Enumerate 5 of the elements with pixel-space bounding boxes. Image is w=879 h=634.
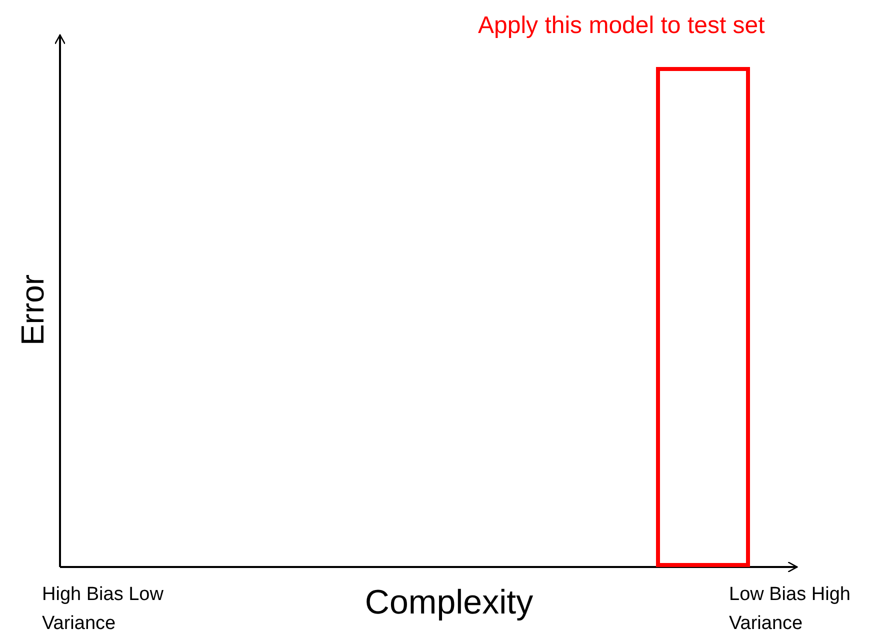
box-heading: Apply this model to test set	[478, 12, 765, 40]
axis-title: Complexity	[364, 584, 534, 622]
axis-end-label: High Bias Low Variance	[42, 583, 164, 634]
axis-title: Error	[14, 274, 52, 346]
axis-end-label: Low Bias High Variance	[729, 583, 852, 634]
